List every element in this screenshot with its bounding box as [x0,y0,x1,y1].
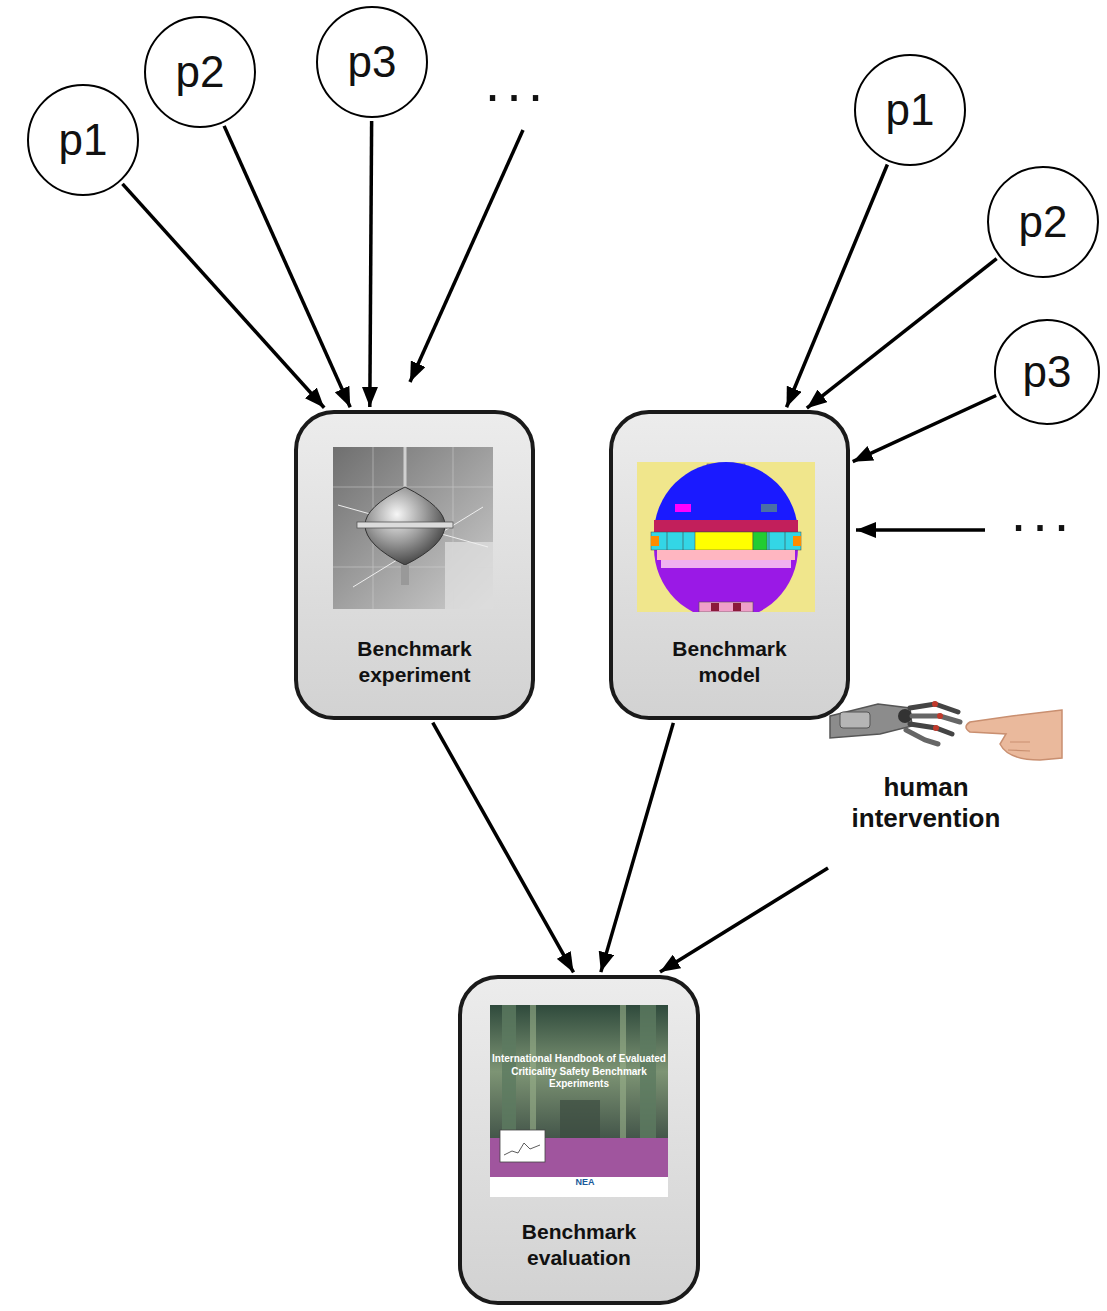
parameter-circle: p2 [987,166,1099,278]
parameter-circle: p1 [854,54,966,166]
parameter-label: p1 [886,85,935,135]
evaluation-box: Benchmark evaluation [458,975,700,1305]
cover-logo: NEA [555,1178,615,1187]
ellipsis-arrow [856,528,985,532]
flow-arrow [807,259,997,409]
ellipsis: ... [983,484,1103,540]
flow-arrow [853,395,996,461]
flow-arrow [433,723,574,973]
robot-hand [830,701,960,744]
parameter-label: p2 [1019,197,1068,247]
experiment-box: Benchmark experiment [294,410,535,720]
box-title: Benchmark experiment [340,636,490,689]
intervention-arrow [660,868,828,972]
parameter-circle: p3 [316,6,428,118]
parameter-label: p2 [176,47,225,97]
parameter-circle: p3 [994,319,1100,425]
flow-arrow [787,164,888,407]
experiment-photo [333,447,493,609]
parameter-circle: p2 [144,16,256,128]
human-hand [966,710,1062,760]
flow-arrow [224,126,350,407]
parameter-label: p3 [348,37,397,87]
ellipsis: ... [457,54,577,110]
model-box: Benchmark model [609,410,850,720]
box-title: Benchmark evaluation [504,1219,654,1272]
handbook-cover [490,1005,668,1197]
parameter-label: p1 [59,115,108,165]
flow-arrow [601,723,674,972]
ellipsis-arrow [410,130,523,382]
cover-title: International Handbook of Evaluated Crit… [492,1053,666,1091]
intervention-label: human intervention [836,772,1016,834]
parameter-label: p3 [1023,347,1072,397]
parameter-circle: p1 [27,84,139,196]
box-title: Benchmark model [655,636,805,689]
model-geometry [637,462,815,612]
flow-arrow [370,121,372,407]
flow-arrow [122,184,324,408]
